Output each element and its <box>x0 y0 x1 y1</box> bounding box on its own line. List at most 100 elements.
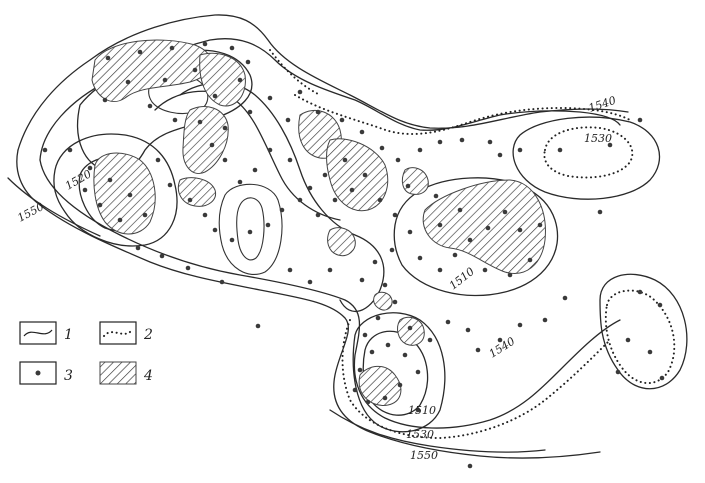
well-point <box>297 197 303 203</box>
hatched-area-east <box>422 179 546 274</box>
legend-item-4: 4 <box>99 361 153 385</box>
well-points <box>42 41 665 469</box>
well-point <box>637 289 643 295</box>
well-point <box>369 349 375 355</box>
contour-1540-south <box>341 319 611 440</box>
well-point <box>352 387 358 393</box>
well-point <box>457 207 463 213</box>
well-point <box>517 227 523 233</box>
dotted-contour-line-icon <box>99 321 137 345</box>
well-point <box>417 147 423 153</box>
well-point <box>357 367 363 373</box>
well-point <box>482 267 488 273</box>
legend-label-3: 3 <box>64 368 73 384</box>
well-point <box>219 279 225 285</box>
well-point <box>162 77 168 83</box>
well-point <box>339 117 345 123</box>
well-point <box>467 237 473 243</box>
legend-label-2: 2 <box>143 327 153 343</box>
well-point <box>222 125 228 131</box>
hatched-area-south <box>358 365 402 406</box>
well-point <box>382 395 388 401</box>
well-point <box>365 399 371 405</box>
well-point <box>267 95 273 101</box>
well-point <box>395 157 401 163</box>
well-point <box>267 147 273 153</box>
hatched-area-w <box>93 152 156 235</box>
well-point <box>517 322 523 328</box>
well-point <box>359 277 365 283</box>
contour-1550-west-line <box>7 177 101 237</box>
well-point <box>625 337 631 343</box>
well-point <box>137 49 143 55</box>
contour-1540-loop-se <box>599 273 688 390</box>
well-point <box>502 209 508 215</box>
well-point <box>415 407 421 413</box>
well-point <box>229 45 235 51</box>
hatched-area-ridge2 <box>177 177 217 207</box>
legend: 1 2 3 4 <box>19 321 153 385</box>
well-point <box>487 139 493 145</box>
well-point <box>307 185 313 191</box>
well-point <box>125 79 131 85</box>
well-point <box>285 117 291 123</box>
well-point <box>245 59 251 65</box>
well-point <box>637 117 643 123</box>
well-point <box>465 327 471 333</box>
well-point <box>142 212 148 218</box>
hatched-area-south2 <box>397 316 425 346</box>
hatched-area-icon <box>99 361 137 385</box>
well-point <box>562 295 568 301</box>
hatched-area-ridge <box>182 106 229 174</box>
well-point <box>379 145 385 151</box>
well-point <box>42 147 48 153</box>
well-point <box>252 167 258 173</box>
well-point <box>322 172 328 178</box>
well-point <box>659 375 665 381</box>
well-point <box>415 369 421 375</box>
well-point <box>307 279 313 285</box>
well-point <box>359 129 365 135</box>
well-point <box>187 197 193 203</box>
well-point <box>445 319 451 325</box>
well-point <box>192 67 198 73</box>
well-point <box>459 137 465 143</box>
well-point <box>87 165 93 171</box>
well-point <box>405 183 411 189</box>
well-point <box>229 237 235 243</box>
well-point <box>657 302 663 308</box>
well-point <box>607 142 613 148</box>
contour-1530-solid-east <box>512 116 661 200</box>
well-point <box>185 265 191 271</box>
contour-outer-west <box>16 149 601 459</box>
well-point <box>237 77 243 83</box>
well-point <box>437 267 443 273</box>
contour-1540-north <box>269 49 321 96</box>
well-point <box>297 89 303 95</box>
well-point <box>437 139 443 145</box>
legend-item-3: 3 <box>19 361 73 385</box>
well-point <box>385 342 391 348</box>
well-point <box>155 157 161 163</box>
contour-label-1540-south: 1540 <box>487 335 518 361</box>
well-point <box>517 147 523 153</box>
well-point <box>102 97 108 103</box>
well-point <box>342 157 348 163</box>
well-point <box>362 172 368 178</box>
contour-label-1530-south: 1530 <box>406 428 434 441</box>
legend-item-1: 1 <box>19 321 73 345</box>
well-point <box>332 197 338 203</box>
well-point <box>287 157 293 163</box>
contour-center-loop <box>236 197 265 261</box>
well-point <box>467 463 473 469</box>
contour-1520-west <box>53 133 178 247</box>
well-point <box>159 253 165 259</box>
hatched-area-center2 <box>326 138 389 212</box>
hatched-area-south3 <box>373 291 393 311</box>
well-point <box>212 227 218 233</box>
well-point <box>402 352 408 358</box>
well-point <box>407 325 413 331</box>
hatched-area-nw2 <box>199 52 246 107</box>
well-point <box>382 282 388 288</box>
